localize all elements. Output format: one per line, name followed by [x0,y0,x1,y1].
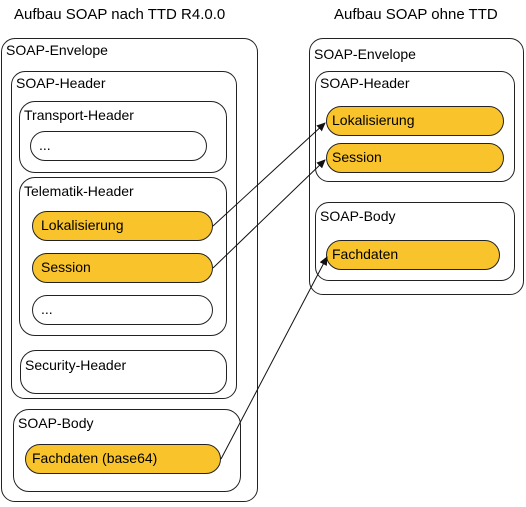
left-fachdaten-base64: Fachdaten (base64) [25,444,221,474]
transport-header-ellipsis: ... [30,131,207,161]
right-lokalisierung: Lokalisierung [326,106,504,136]
right-body-label: SOAP-Body [320,208,396,224]
left-body-label: SOAP-Body [18,415,94,431]
left-lokalisierung: Lokalisierung [32,211,213,241]
telematik-header-label: Telematik-Header [24,183,134,199]
transport-header-label: Transport-Header [24,107,134,123]
left-diagram-title: Aufbau SOAP nach TTD R4.0.0 [14,6,226,23]
right-fachdaten: Fachdaten [326,240,500,270]
left-session: Session [32,253,213,283]
left-envelope-label: SOAP-Envelope [6,42,108,58]
right-diagram-title: Aufbau SOAP ohne TTD [334,6,498,23]
security-header: Security-Header [20,350,227,394]
security-header-label: Security-Header [25,357,127,373]
left-header-label: SOAP-Header [16,75,106,91]
right-header-label: SOAP-Header [320,75,410,91]
telematik-header-ellipsis: ... [32,295,213,325]
right-session: Session [326,143,504,173]
right-envelope-label: SOAP-Envelope [314,46,416,62]
